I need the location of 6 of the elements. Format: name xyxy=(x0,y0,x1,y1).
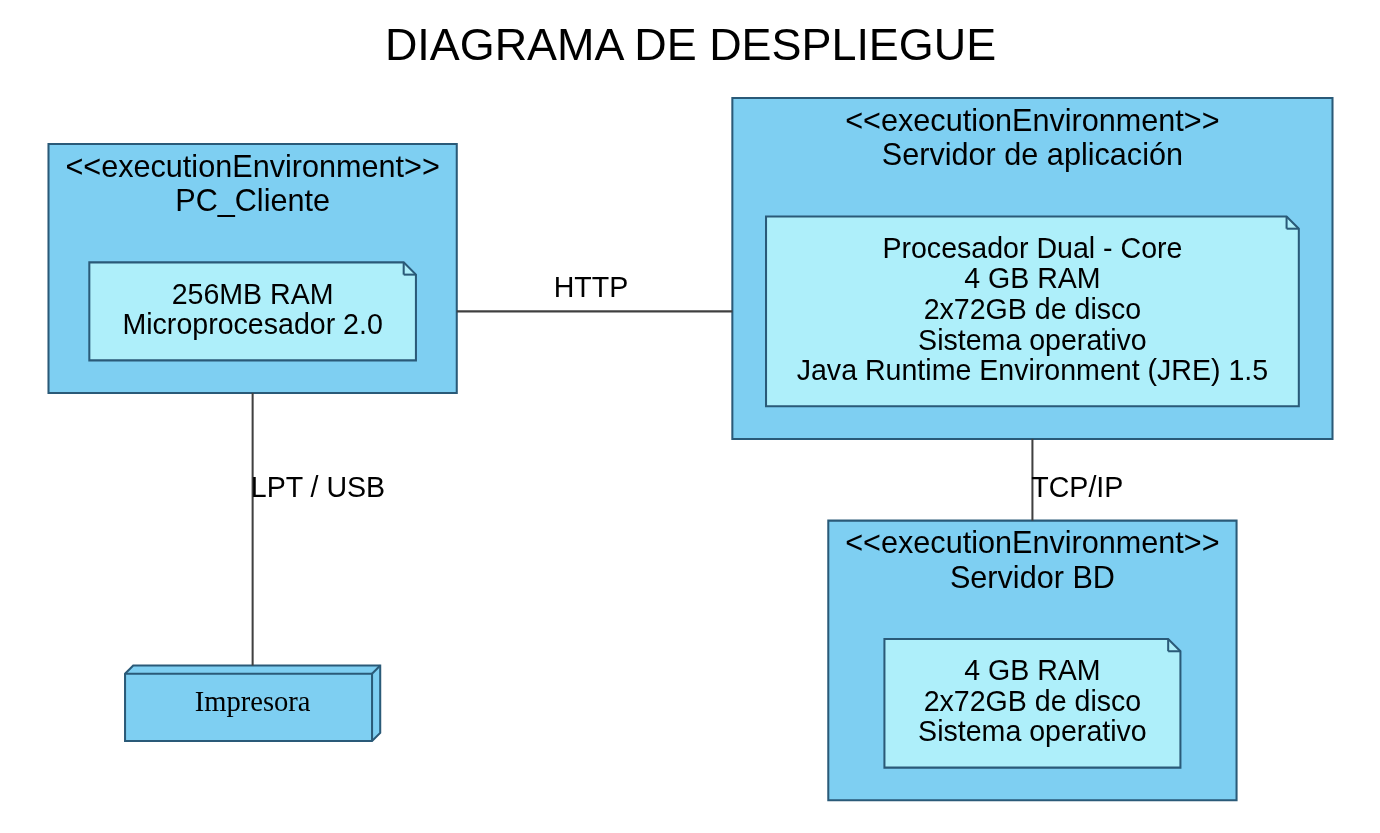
connector xyxy=(251,393,254,666)
connector xyxy=(1030,438,1033,521)
edge-label: LPT / USB xyxy=(250,470,385,503)
edge-label: HTTP xyxy=(553,271,628,304)
diagram-title: DIAGRAMA DE DESPLIEGUE xyxy=(384,19,996,71)
connector xyxy=(456,310,732,313)
